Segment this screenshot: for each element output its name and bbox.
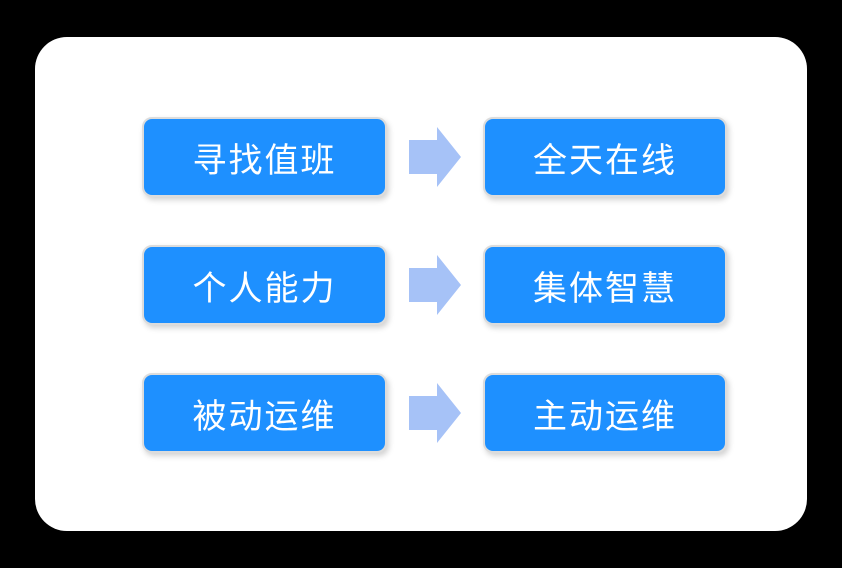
state-box-from-1: 寻找值班 bbox=[142, 117, 387, 197]
right-arrow-icon bbox=[409, 255, 461, 315]
right-arrow-icon bbox=[409, 383, 461, 443]
transition-row-3: 被动运维 主动运维 bbox=[142, 373, 807, 453]
transition-row-1: 寻找值班 全天在线 bbox=[142, 117, 807, 197]
state-box-to-2: 集体智慧 bbox=[483, 245, 727, 325]
right-arrow-icon bbox=[409, 127, 461, 187]
state-box-from-2: 个人能力 bbox=[142, 245, 387, 325]
state-box-to-1: 全天在线 bbox=[483, 117, 727, 197]
diagram-card: 寻找值班 全天在线 个人能力 集体智慧 被动运维 主动运维 bbox=[35, 37, 807, 531]
transition-row-2: 个人能力 集体智慧 bbox=[142, 245, 807, 325]
state-box-from-3: 被动运维 bbox=[142, 373, 387, 453]
state-box-to-3: 主动运维 bbox=[483, 373, 727, 453]
